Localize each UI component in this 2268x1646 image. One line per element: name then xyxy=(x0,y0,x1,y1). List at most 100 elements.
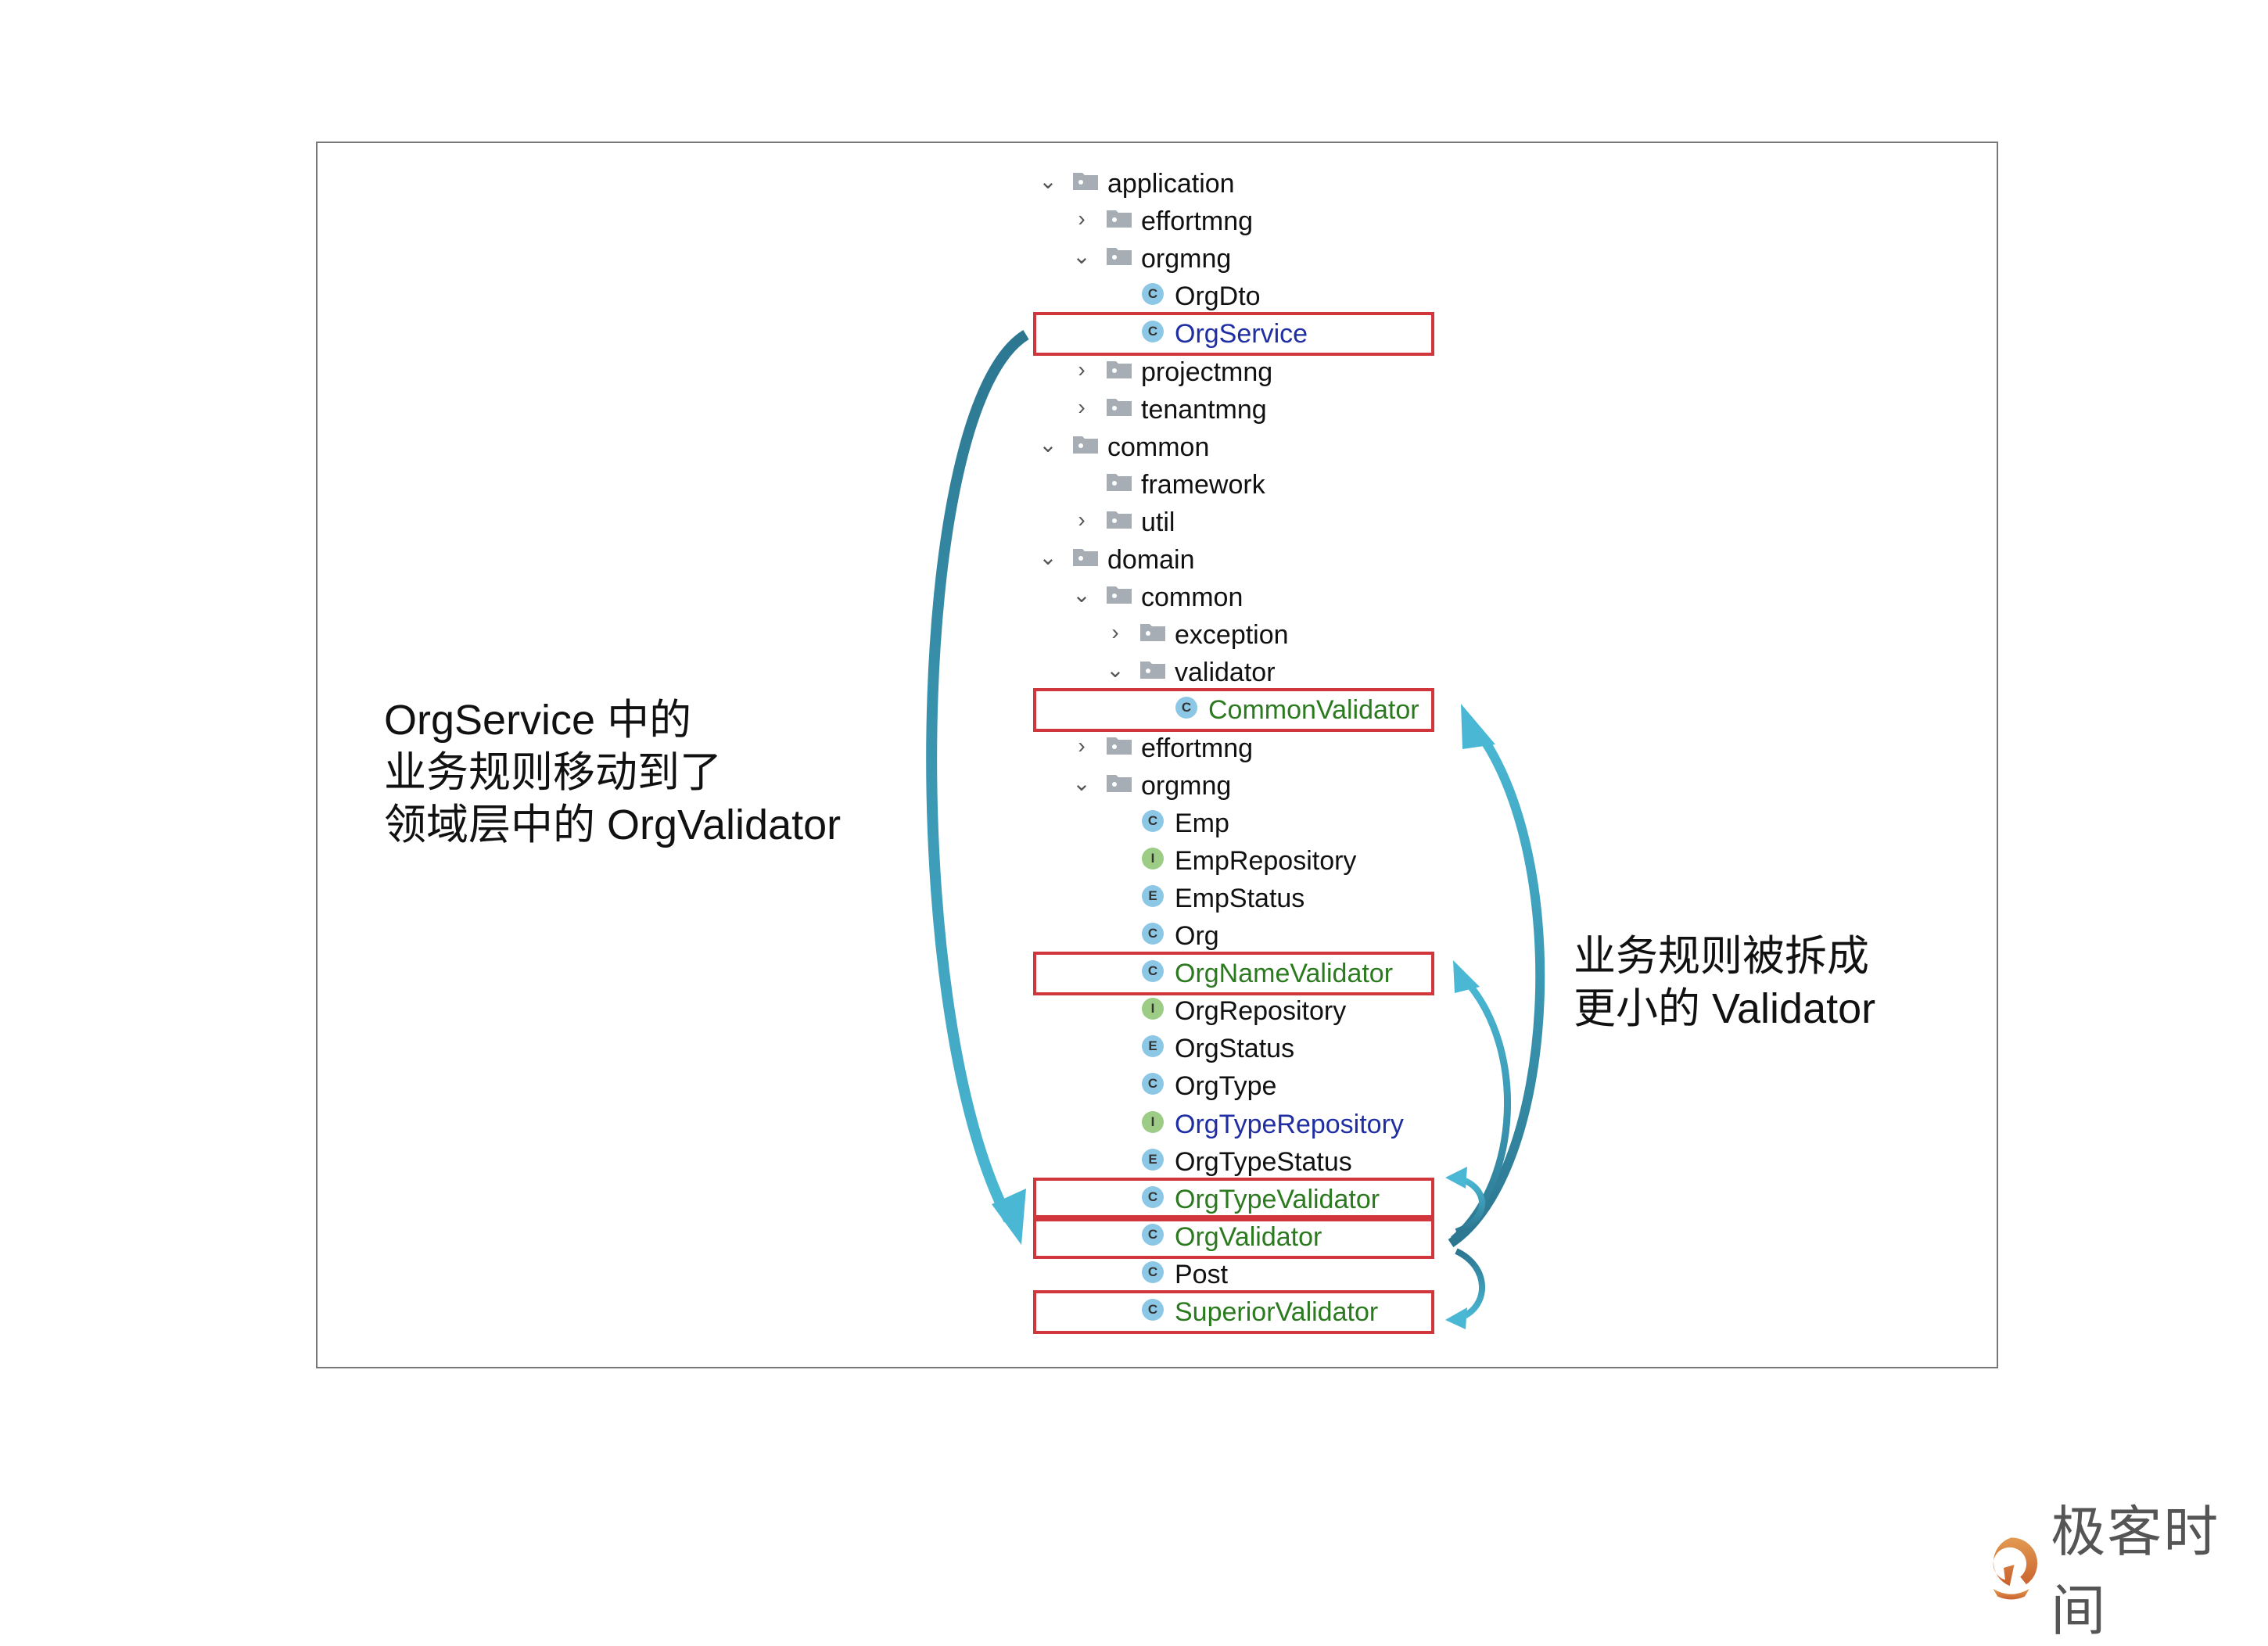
chevron-down-icon[interactable]: ⌄ xyxy=(1039,169,1057,193)
tree-item-label: OrgStatus xyxy=(1175,1034,1295,1064)
class-icon: C xyxy=(1142,923,1164,945)
tree-item-label: effortmng xyxy=(1141,206,1254,237)
folder-icon xyxy=(1107,248,1132,266)
tree-item-label: projectmng xyxy=(1141,357,1273,387)
folder-icon xyxy=(1107,398,1132,416)
tree-item[interactable]: › effortmng xyxy=(0,203,2268,240)
tree-item-label: Org xyxy=(1175,921,1219,951)
folder-icon xyxy=(1073,549,1098,566)
tree-item-label: CommonValidator xyxy=(1208,695,1419,726)
arrow-to-commonvalidator xyxy=(1448,704,1545,1247)
tree-item[interactable]: C Org xyxy=(0,917,2268,955)
tree-item[interactable]: ⌄ common xyxy=(0,579,2268,616)
folder-icon xyxy=(1107,210,1132,228)
chevron-right-icon[interactable]: › xyxy=(1078,507,1086,532)
tree-item[interactable]: E EmpStatus xyxy=(0,880,2268,917)
tree-item-label: Post xyxy=(1175,1259,1229,1289)
class-icon: C xyxy=(1142,1260,1164,1283)
highlight-box xyxy=(1033,952,1434,996)
tree-item-label: OrgDto xyxy=(1175,282,1261,312)
folder-icon xyxy=(1107,586,1132,604)
chevron-down-icon[interactable]: ⌄ xyxy=(1039,432,1057,457)
tree-item[interactable]: ⌄ application xyxy=(0,165,2268,203)
tree-item[interactable]: C OrgValidator xyxy=(0,1218,2268,1256)
highlight-box xyxy=(1033,1214,1434,1259)
tree-item-label: OrgValidator xyxy=(1175,1221,1322,1252)
chevron-right-icon[interactable]: › xyxy=(1078,394,1086,419)
interface-icon: I xyxy=(1142,998,1164,1020)
arrow-orgservice-to-orgvalidator xyxy=(926,330,1029,1245)
folder-icon xyxy=(1140,624,1165,642)
folder-icon xyxy=(1107,511,1132,529)
chevron-down-icon[interactable]: ⌄ xyxy=(1072,244,1091,269)
diagram-frame xyxy=(316,142,1998,1368)
arrow-to-superiorvalidator xyxy=(1445,1248,1485,1329)
tree-item-label: orgmng xyxy=(1141,770,1232,801)
tree-item[interactable]: ⌄ common xyxy=(0,429,2268,466)
folder-icon xyxy=(1107,774,1132,792)
folder-icon xyxy=(1073,173,1098,190)
chevron-right-icon[interactable]: › xyxy=(1111,620,1119,645)
chevron-down-icon[interactable]: ⌄ xyxy=(1039,545,1057,569)
tree-item-label: Emp xyxy=(1175,808,1229,838)
tree-item[interactable]: framework xyxy=(0,466,2268,504)
tree-item-label: OrgTypeValidator xyxy=(1175,1184,1380,1214)
tree-item[interactable]: ›effortmng xyxy=(0,730,2268,767)
tree-item[interactable]: › projectmng xyxy=(0,353,2268,391)
tree-item-label: EmpStatus xyxy=(1175,883,1305,913)
tree-item-label: OrgTypeStatus xyxy=(1175,1146,1352,1177)
tree-item[interactable]: ⌄domain xyxy=(0,541,2268,579)
tree-item[interactable]: › exception xyxy=(0,616,2268,654)
tree-item-label: orgmng xyxy=(1141,244,1232,274)
interface-icon: I xyxy=(1142,1110,1164,1133)
tree-item-label: common xyxy=(1141,583,1243,613)
folder-icon xyxy=(1140,662,1165,680)
tree-item[interactable]: ⌄ orgmng xyxy=(0,240,2268,278)
chevron-down-icon[interactable]: ⌄ xyxy=(1072,583,1091,608)
tree-item-label: OrgType xyxy=(1175,1071,1277,1102)
tree-item[interactable]: › tenantmng xyxy=(0,391,2268,429)
tree-item-label: exception xyxy=(1175,620,1289,651)
class-icon: C xyxy=(1142,960,1164,983)
tree-item-label: SuperiorValidator xyxy=(1175,1297,1379,1327)
chevron-down-icon[interactable]: ⌄ xyxy=(1072,770,1091,795)
enum-icon: E xyxy=(1142,1148,1164,1171)
class-icon: C xyxy=(1142,1223,1164,1246)
tree-item-label: common xyxy=(1107,432,1210,462)
tree-item[interactable]: E OrgTypeStatus xyxy=(0,1143,2268,1181)
logo-text: 极客时间 xyxy=(2051,1501,2220,1641)
chevron-right-icon[interactable]: › xyxy=(1078,357,1086,382)
class-icon: C xyxy=(1142,1073,1164,1096)
tree-item[interactable]: › util xyxy=(0,504,2268,541)
tree-item[interactable]: C OrgType xyxy=(0,1067,2268,1105)
tree-item[interactable]: C OrgNameValidator xyxy=(0,955,2268,992)
class-icon: C xyxy=(1175,697,1197,719)
tree-item[interactable]: C OrgDto xyxy=(0,278,2268,315)
tree-item[interactable]: ⌄validator xyxy=(0,654,2268,691)
tree-item[interactable]: ⌄ orgmng xyxy=(0,767,2268,805)
folder-icon xyxy=(1073,436,1098,454)
tree-item[interactable]: C Post xyxy=(0,1256,2268,1293)
highlight-box xyxy=(1033,1290,1434,1334)
chevron-right-icon[interactable]: › xyxy=(1078,206,1086,231)
tree-item[interactable]: C CommonValidator xyxy=(0,691,2268,729)
logo-icon xyxy=(1993,1537,2038,1600)
logo: 极客时间 xyxy=(1983,1488,2268,1646)
chevron-down-icon[interactable]: ⌄ xyxy=(1106,658,1125,683)
tree-item-label: tenantmng xyxy=(1141,394,1267,425)
folder-icon xyxy=(1107,360,1132,378)
enum-icon: E xyxy=(1142,884,1164,907)
class-icon: C xyxy=(1142,283,1164,306)
tree-item-label: application xyxy=(1107,169,1235,199)
tree-item-label: util xyxy=(1141,507,1175,537)
tree-item-label: OrgNameValidator xyxy=(1175,959,1394,989)
chevron-right-icon[interactable]: › xyxy=(1078,733,1086,758)
